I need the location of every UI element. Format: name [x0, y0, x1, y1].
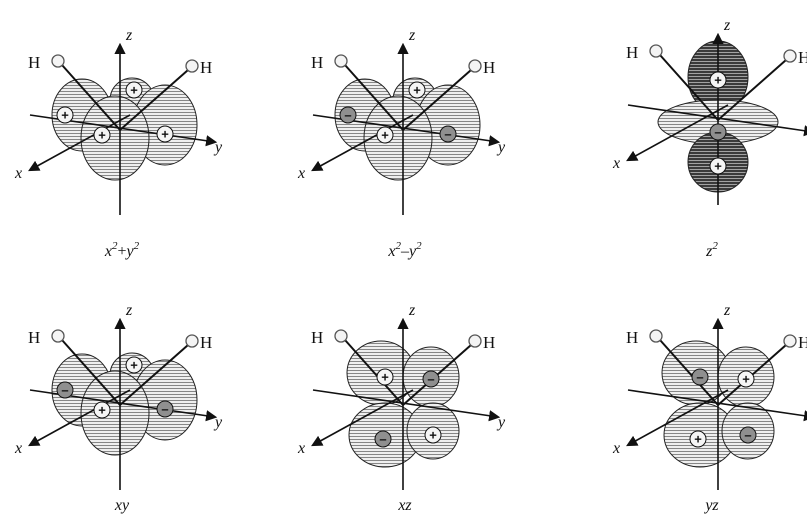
y-axis-label: y	[213, 139, 223, 156]
lobe-sign-3: +	[130, 358, 138, 373]
lobe-sign-2: –	[714, 125, 721, 140]
lobe-sign-4: –	[161, 402, 168, 417]
y-axis-label: y	[496, 414, 506, 431]
right-hydrogen-atom	[469, 335, 481, 347]
lobe-sign-3: +	[130, 83, 138, 98]
lobe-sign-4: +	[161, 127, 169, 142]
caption-dx2y2-sum: x2+y2	[104, 240, 140, 260]
caption-part-caption_sup1: 2	[712, 240, 718, 252]
caption-part-caption_base1: x	[387, 243, 395, 260]
y-axis-label: y	[496, 139, 506, 156]
left-hydrogen-label: H	[28, 53, 40, 72]
left-hydrogen-atom	[335, 330, 347, 342]
right-hydrogen-label: H	[200, 58, 212, 77]
left-hydrogen-atom	[650, 330, 662, 342]
caption-part-caption_op: +	[117, 243, 126, 260]
lobe-sign-1: –	[344, 108, 351, 123]
left-hydrogen-atom	[650, 45, 662, 57]
lobe-sign-4: +	[429, 428, 437, 443]
lobe-sign-3: +	[714, 159, 722, 174]
z-axis-label: z	[125, 302, 133, 319]
left-hydrogen-label: H	[626, 328, 638, 347]
panel-dxy: z y x H H – + + – xy	[14, 302, 223, 514]
right-hydrogen-atom	[469, 60, 481, 72]
lobe-front	[81, 96, 149, 180]
right-hydrogen-label: H	[798, 333, 807, 352]
lobe-sign-2: +	[742, 372, 750, 387]
right-hydrogen-label: H	[483, 333, 495, 352]
left-hydrogen-label: H	[311, 53, 323, 72]
lobe-sign-3: +	[413, 83, 421, 98]
lobe-sign-2: +	[381, 128, 389, 143]
caption-dxy: xy	[114, 497, 130, 514]
right-hydrogen-label: H	[200, 333, 212, 352]
lobe-sign-1: +	[381, 370, 389, 385]
lobe-front	[364, 96, 432, 180]
lobe-sign-1: –	[696, 370, 703, 385]
lobe-sign-3: +	[694, 432, 702, 447]
x-axis-label: x	[297, 165, 305, 182]
right-hydrogen-atom	[186, 60, 198, 72]
right-hydrogen-label: H	[798, 48, 807, 67]
left-hydrogen-atom	[335, 55, 347, 67]
right-hydrogen-atom	[186, 335, 198, 347]
panel-dxz: z y x H H + – – + xz	[297, 302, 506, 514]
caption-dxz: xz	[397, 497, 412, 514]
caption-part-caption_sup2: 2	[416, 240, 422, 252]
lobe-sign-4: –	[444, 127, 451, 142]
left-hydrogen-atom	[52, 55, 64, 67]
lobe-sign-3: –	[379, 432, 386, 447]
caption-part-caption_base1: xz	[397, 497, 412, 514]
lobe-sign-4: –	[744, 428, 751, 443]
right-hydrogen-label: H	[483, 58, 495, 77]
x-axis-label: x	[14, 165, 22, 182]
lobe-sign-1: +	[61, 108, 69, 123]
left-hydrogen-atom	[52, 330, 64, 342]
x-axis-label: x	[612, 440, 620, 457]
z-axis-label: z	[408, 27, 416, 44]
z-axis-label: z	[723, 302, 731, 319]
left-hydrogen-label: H	[311, 328, 323, 347]
lobe-sign-2: –	[427, 372, 434, 387]
caption-part-caption_base1: x	[104, 243, 112, 260]
left-hydrogen-label: H	[28, 328, 40, 347]
z-axis-label: z	[408, 302, 416, 319]
lobe-sign-1: +	[714, 73, 722, 88]
left-hydrogen-label: H	[626, 43, 638, 62]
x-axis-label: x	[612, 155, 620, 172]
caption-dx2-y2: x2–y2	[387, 240, 422, 260]
lobe-sign-1: –	[61, 383, 68, 398]
caption-part-caption_base1: xy	[114, 497, 130, 514]
x-axis-label: x	[14, 440, 22, 457]
right-hydrogen-atom	[784, 335, 796, 347]
caption-dyz: yz	[703, 497, 719, 514]
right-hydrogen-atom	[784, 50, 796, 62]
x-axis-label: x	[297, 440, 305, 457]
lobe-sign-2: +	[98, 128, 106, 143]
lobe-front	[81, 371, 149, 455]
caption-part-caption_base1: yz	[703, 497, 719, 514]
z-axis-label: z	[723, 17, 731, 34]
y-axis-label: y	[213, 414, 223, 431]
z-axis-label: z	[125, 27, 133, 44]
caption-part-caption_sup2: 2	[134, 240, 140, 252]
lobe-sign-2: +	[98, 403, 106, 418]
caption-dz2: z2	[705, 240, 718, 260]
